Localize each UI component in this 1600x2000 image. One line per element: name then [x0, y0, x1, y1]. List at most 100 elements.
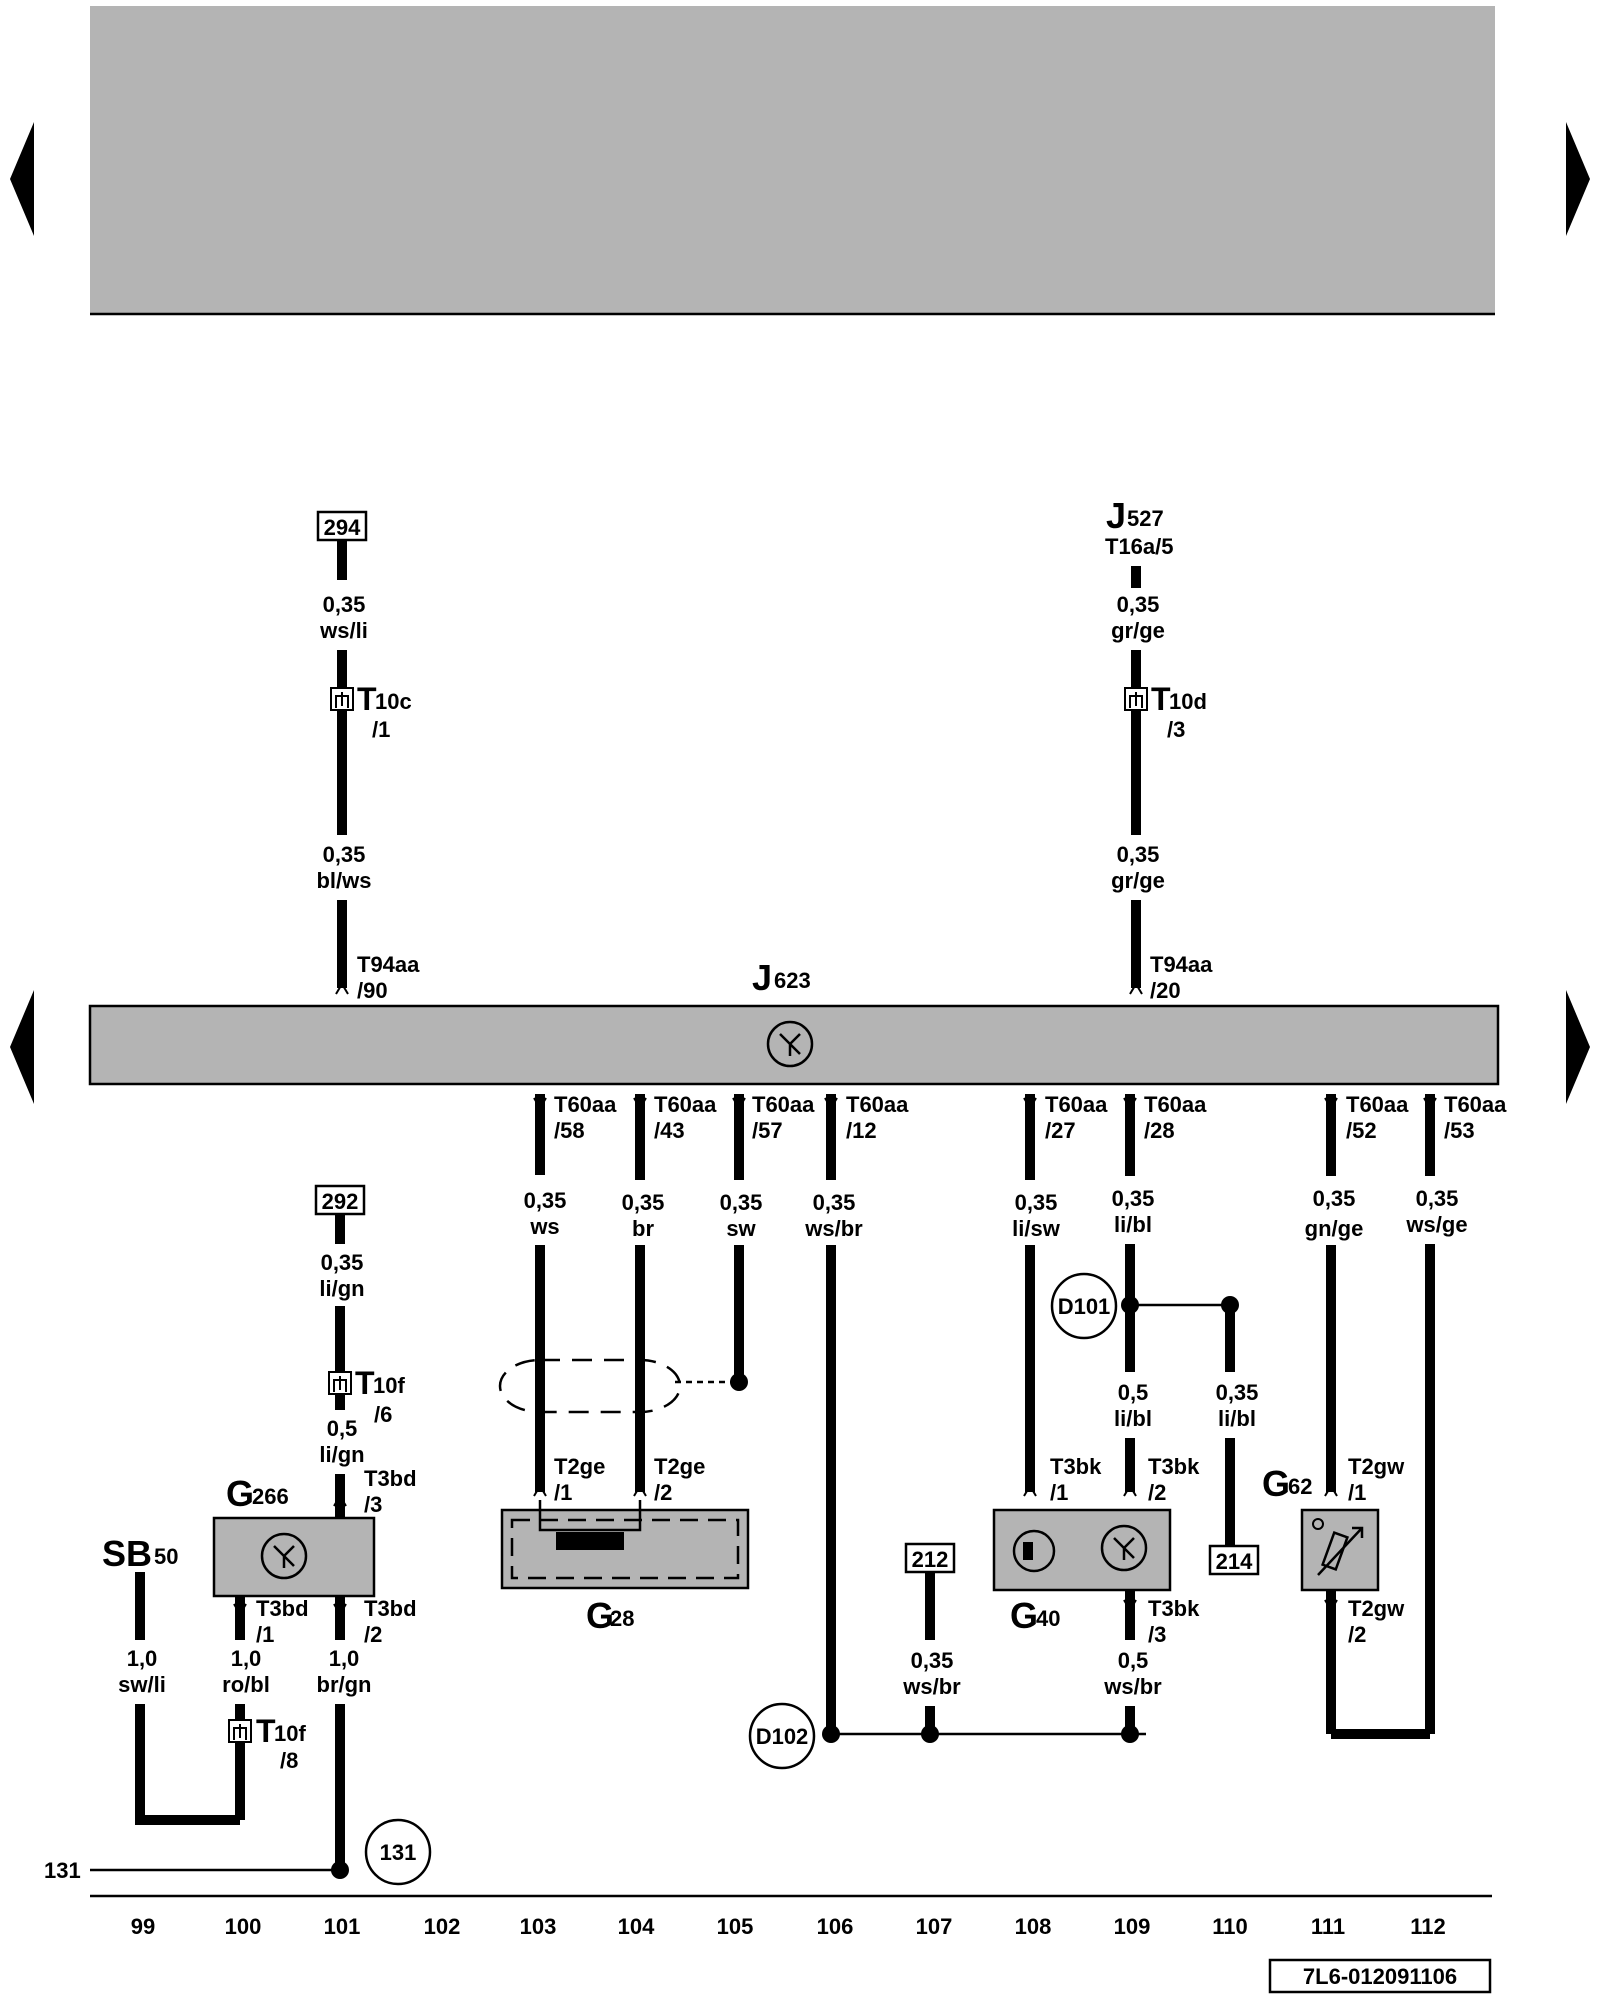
connector-T94aa-90-pin: /90	[357, 978, 388, 1003]
sensor-G28	[500, 1508, 750, 1590]
ref-circle-131	[364, 1818, 432, 1886]
wire-color: gr/ge	[1111, 618, 1165, 643]
splice-D101-label: D101	[1058, 1294, 1111, 1319]
wire-color: ws/br	[902, 1674, 961, 1699]
sensor-symbol-icon	[766, 1020, 814, 1068]
connector-T2gw-2-pin: /2	[1348, 1622, 1366, 1647]
wire-color: li/bl	[1114, 1212, 1152, 1237]
connector-symbol-icon	[335, 692, 349, 708]
connector-T2gw-1-pin: /1	[1348, 1480, 1366, 1505]
prev-page-icon[interactable]	[10, 122, 34, 236]
connector-T60aa-28-name: T60aa	[1144, 1092, 1207, 1117]
connector-T2ge-1-name: T2ge	[554, 1454, 605, 1479]
component-J527-main: J	[1106, 495, 1126, 536]
component-G266-main: G	[226, 1473, 254, 1514]
connector-T2gw-2-name: T2gw	[1348, 1596, 1405, 1621]
connector-symbol-icon	[233, 1724, 247, 1740]
pin-arrow	[335, 982, 349, 995]
wire-color: ws/ge	[1405, 1212, 1467, 1237]
connector-T3bk-2-pin: /2	[1148, 1480, 1166, 1505]
wire-size: 0,35	[323, 592, 366, 617]
connector-T10f-6-sub: 10f	[373, 1373, 405, 1398]
next-page-icon[interactable]	[1566, 990, 1590, 1104]
connector-T94aa-20-pin: /20	[1150, 978, 1181, 1003]
magnet-icon	[556, 1532, 624, 1550]
column-number: 102	[424, 1914, 461, 1939]
column-number: 101	[324, 1914, 361, 1939]
connector-T3bk-3-pin: /3	[1148, 1622, 1166, 1647]
connector-T60aa-52-name: T60aa	[1346, 1092, 1409, 1117]
connector-T3bk-3-name: T3bk	[1148, 1596, 1200, 1621]
ref-box-214	[1208, 1544, 1260, 1576]
connector-T60aa-12-pin: /12	[846, 1118, 877, 1143]
column-number: 99	[131, 1914, 155, 1939]
wire-size: 0,35	[321, 1250, 364, 1275]
component-J623-main: J	[752, 957, 772, 998]
connector-T60aa-43-name: T60aa	[654, 1092, 717, 1117]
connector-T10f-8-pin: /8	[280, 1748, 298, 1773]
doc-code-box	[1268, 1958, 1492, 1994]
connector-T60aa-58-name: T60aa	[554, 1092, 617, 1117]
ref-294: 294	[324, 515, 361, 540]
wire-size: 1,0	[231, 1646, 262, 1671]
hall-sensor-icon	[1012, 1529, 1056, 1573]
wire-size: 0,35	[1117, 842, 1160, 867]
connector-T10f-8-sub: 10f	[274, 1721, 306, 1746]
wire-color: li/sw	[1012, 1216, 1061, 1241]
connector-T60aa-57-pin: /57	[752, 1118, 783, 1143]
wire-size: 0,35	[323, 842, 366, 867]
header-banner	[90, 6, 1495, 314]
component-G40-main: G	[1010, 1595, 1038, 1636]
connector-T10c-sub: 10c	[375, 689, 412, 714]
connector-T94aa-90-name: T94aa	[357, 952, 420, 977]
component-G40-sub: 40	[1036, 1606, 1060, 1631]
component-G62-sub: 62	[1288, 1474, 1312, 1499]
connector-T3bd-2-pin: /2	[364, 1622, 382, 1647]
fuse-SB50-sub: 50	[154, 1544, 178, 1569]
wire-loop	[135, 1704, 240, 1825]
wire-size: 0,35	[1313, 1186, 1356, 1211]
fuse-SB50-main: SB	[102, 1533, 152, 1574]
wire-size: 0,35	[1216, 1380, 1259, 1405]
connector-T10c-main: T	[357, 681, 377, 717]
wire-size: 0,35	[1112, 1186, 1155, 1211]
connector-T10d-pin: /3	[1167, 717, 1185, 742]
connector-T60aa-27-name: T60aa	[1045, 1092, 1108, 1117]
connector-T3bk-1-pin: /1	[1050, 1480, 1068, 1505]
connector-T10c-pin: /1	[372, 717, 390, 742]
connector-T60aa-28-pin: /28	[1144, 1118, 1175, 1143]
cable-shield	[498, 1358, 682, 1414]
column-number: 106	[817, 1914, 854, 1939]
connector-T10f-6-pin: /6	[374, 1402, 392, 1427]
column-number: 108	[1015, 1914, 1052, 1939]
ref-214: 214	[1216, 1549, 1253, 1574]
connector-T60aa-58-pin: /58	[554, 1118, 585, 1143]
wire-size: 0,35	[813, 1190, 856, 1215]
sensor-symbol-icon	[260, 1532, 308, 1580]
connector-T10f-8-main: T	[256, 1713, 276, 1749]
connector-T60aa-53-name: T60aa	[1444, 1092, 1507, 1117]
component-G28-sub: 28	[610, 1606, 634, 1631]
connector-symbol-icon	[1129, 692, 1143, 708]
column-number: 105	[717, 1914, 754, 1939]
wire-size: 0,5	[1118, 1648, 1149, 1673]
connector-T3bd-1-pin: /1	[256, 1622, 274, 1647]
wire-size: 1,0	[329, 1646, 360, 1671]
wire-color: sw/li	[118, 1672, 166, 1697]
prev-page-icon[interactable]	[10, 990, 34, 1104]
connector-T10d-main: T	[1151, 681, 1171, 717]
wire-size: 0,35	[524, 1188, 567, 1213]
ref-131-left: 131	[44, 1858, 81, 1883]
wire-color: ws/br	[804, 1216, 863, 1241]
pin-arrow	[1129, 982, 1143, 995]
wire-size: 1,0	[127, 1646, 158, 1671]
wire-color: ro/bl	[222, 1672, 270, 1697]
column-number: 104	[618, 1914, 655, 1939]
next-page-icon[interactable]	[1566, 122, 1590, 236]
wire-size: 0,35	[1416, 1186, 1459, 1211]
wire-size: 0,5	[327, 1416, 358, 1441]
column-number: 103	[520, 1914, 557, 1939]
splice-D102-label: D102	[756, 1724, 809, 1749]
